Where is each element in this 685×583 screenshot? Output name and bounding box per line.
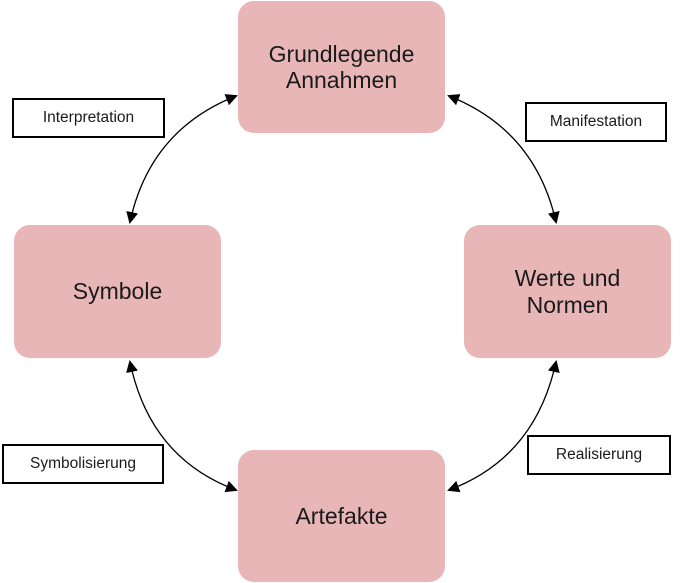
node-label: Symbole bbox=[72, 278, 163, 305]
edge-label-manifestation: Manifestation bbox=[525, 102, 667, 142]
arrow-manifestation bbox=[447, 94, 560, 224]
arrow-realisierung bbox=[447, 360, 560, 493]
node-artefakte: Artefakte bbox=[238, 450, 445, 582]
arrow-symbolisierung bbox=[126, 360, 238, 493]
edge-label-symbolisierung: Symbolisierung bbox=[2, 444, 164, 484]
node-label: Werte und Normen bbox=[514, 265, 621, 318]
node-werte-und-normen: Werte und Normen bbox=[464, 225, 671, 358]
node-label: Artefakte bbox=[295, 502, 388, 529]
node-grundlegende-annahmen: Grundlegende Annahmen bbox=[238, 1, 445, 133]
node-symbole: Symbole bbox=[14, 225, 221, 358]
edge-label-realisierung: Realisierung bbox=[527, 435, 671, 475]
edge-label-interpretation: Interpretation bbox=[12, 98, 165, 138]
node-label: Grundlegende Annahmen bbox=[268, 40, 415, 93]
arrow-interpretation bbox=[126, 94, 238, 224]
